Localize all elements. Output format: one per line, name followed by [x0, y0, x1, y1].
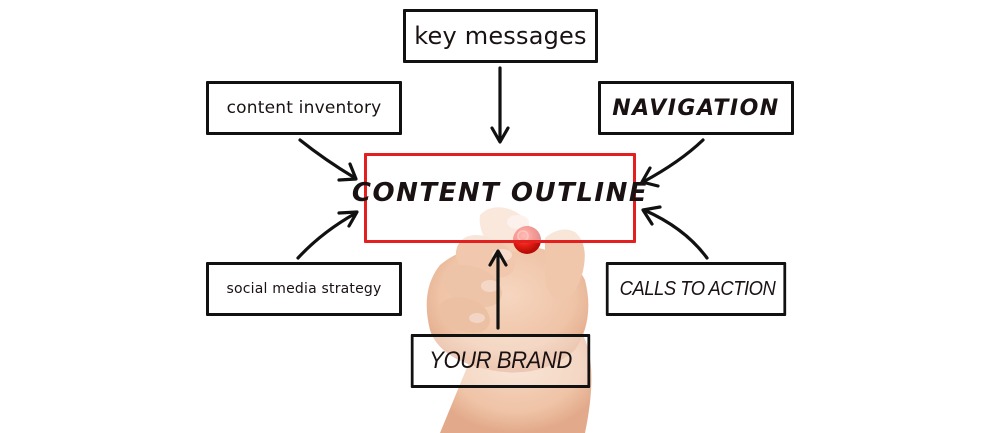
node-calls-to-action: CALLS TO ACTION: [605, 262, 787, 316]
node-navigation: NAVIGATION: [598, 81, 794, 135]
node-key-messages: key messages: [403, 9, 598, 63]
node-calls-to-action-label: CALLS TO ACTION: [619, 277, 776, 300]
arrow-content-inventory: [298, 138, 358, 182]
node-content-inventory: content inventory: [206, 81, 402, 135]
node-social-media-strategy: social media strategy: [206, 262, 402, 316]
node-social-media-strategy-label: social media strategy: [226, 281, 382, 297]
node-your-brand-label: YOUR BRAND: [429, 347, 572, 374]
node-your-brand: YOUR BRAND: [410, 334, 591, 388]
node-content-outline: CONTENT OUTLINE: [352, 153, 647, 243]
arrow-calls-to-action: [641, 205, 709, 260]
node-content-inventory-label: content inventory: [226, 98, 382, 118]
arrow-social-media-strategy: [296, 210, 359, 260]
arrow-your-brand: [488, 249, 508, 330]
node-key-messages-label: key messages: [414, 22, 587, 50]
node-content-outline-label: CONTENT OUTLINE: [351, 178, 649, 208]
node-navigation-label: NAVIGATION: [612, 95, 780, 121]
arrow-navigation: [640, 138, 705, 188]
arrow-key-messages: [490, 66, 510, 144]
